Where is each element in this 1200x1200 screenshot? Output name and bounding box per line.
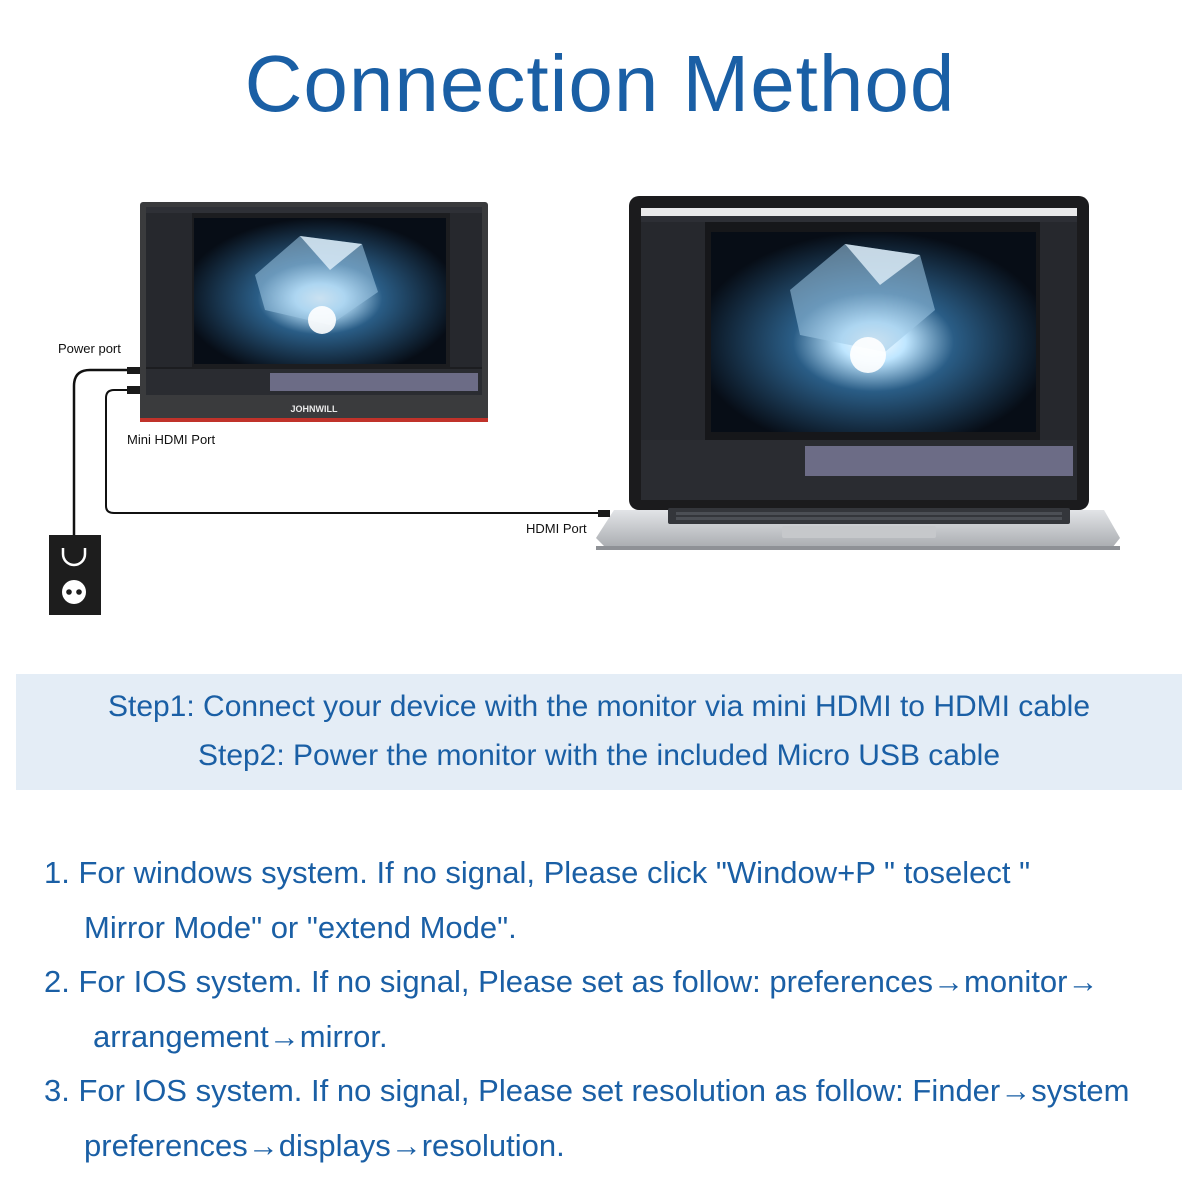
- note-2-line-1: 2. For IOS system. If no signal, Please …: [44, 964, 1099, 999]
- note-1-line-2: Mirror Mode" or "extend Mode".: [84, 909, 517, 945]
- instruction-list: 1. For windows system. If no signal, Ple…: [44, 846, 1200, 1173]
- note-2-line-2: arrangement→mirror.: [93, 1018, 388, 1054]
- monitor-brand: JOHNWILL: [291, 404, 338, 414]
- steps-panel: Step1: Connect your device with the moni…: [16, 674, 1182, 790]
- connection-diagram: JOHNWILL Power port Mini: [49, 196, 1120, 615]
- hdmi-port-label: HDMI Port: [526, 521, 587, 536]
- step-1: Step1: Connect your device with the moni…: [107, 690, 1091, 723]
- laptop: [596, 196, 1120, 550]
- power-port-label: Power port: [58, 341, 121, 356]
- note-1-line-1: 1. For windows system. If no signal, Ple…: [44, 855, 1031, 890]
- portable-monitor: JOHNWILL: [127, 202, 488, 422]
- mini-hdmi-label: Mini HDMI Port: [127, 432, 216, 447]
- power-outlet-icon: [49, 535, 101, 615]
- page-title: Connection Method: [244, 39, 956, 128]
- cables: [72, 368, 598, 540]
- note-3-line-2: preferences→displays→resolution.: [84, 1127, 565, 1163]
- step-2: Step2: Power the monitor with the includ…: [197, 739, 1001, 772]
- note-3-line-1: 3. For IOS system. If no signal, Please …: [44, 1073, 1130, 1108]
